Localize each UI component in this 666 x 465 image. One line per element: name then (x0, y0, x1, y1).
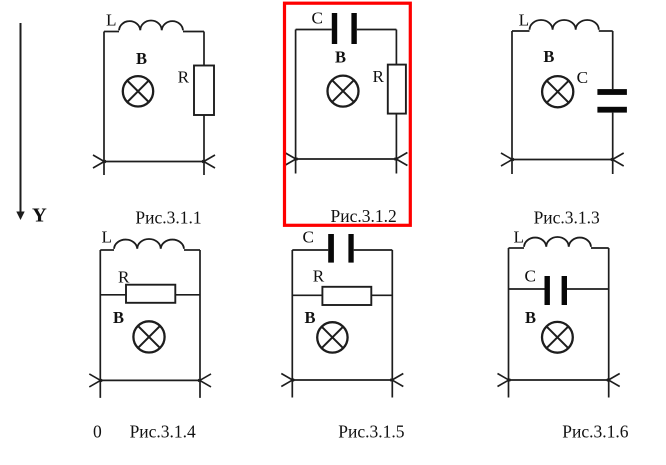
svg-text:C: C (577, 68, 588, 87)
svg-text:Рис.3.1.6: Рис.3.1.6 (562, 422, 628, 442)
svg-text:B: B (543, 47, 554, 66)
svg-text:Рис.3.1.4: Рис.3.1.4 (130, 422, 196, 442)
svg-text:Рис.3.1.5: Рис.3.1.5 (338, 422, 404, 442)
svg-text:Рис.3.1.1: Рис.3.1.1 (135, 207, 201, 227)
svg-text:B: B (305, 308, 316, 327)
svg-text:C: C (303, 227, 314, 246)
svg-text:C: C (312, 9, 323, 28)
svg-text:0: 0 (93, 422, 102, 442)
svg-text:L: L (514, 228, 525, 247)
svg-text:B: B (113, 308, 124, 327)
svg-text:B: B (525, 308, 536, 327)
svg-text:B: B (335, 47, 346, 66)
svg-text:R: R (313, 267, 325, 286)
svg-text:R: R (373, 67, 385, 86)
svg-text:L: L (102, 228, 113, 247)
svg-text:L: L (106, 10, 117, 29)
svg-text:L: L (519, 11, 530, 30)
svg-text:Рис.3.1.2: Рис.3.1.2 (330, 206, 396, 226)
svg-text:R: R (118, 268, 130, 287)
svg-text:Рис.3.1.3: Рис.3.1.3 (534, 207, 600, 227)
svg-text:B: B (136, 49, 147, 68)
svg-text:R: R (178, 67, 190, 86)
svg-text:C: C (525, 267, 536, 286)
svg-text:Y: Y (32, 205, 47, 227)
